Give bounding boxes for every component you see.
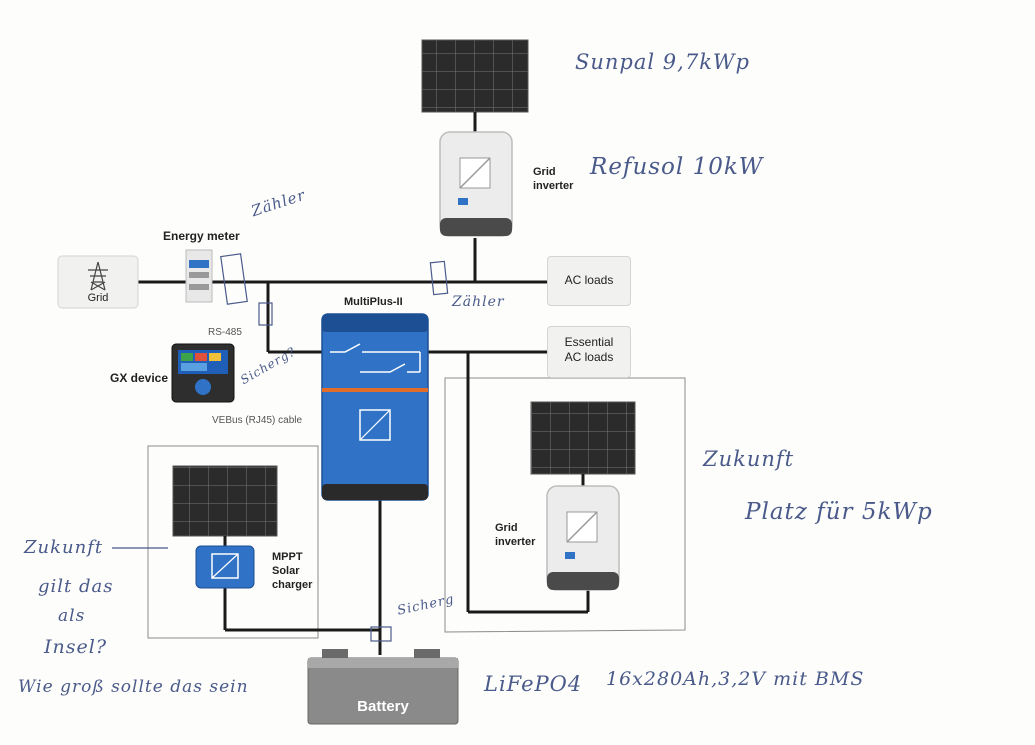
annotation-gilt: gilt das [38,576,114,597]
vebus-cable-label: VEBus (RJ45) cable [212,415,303,426]
annotation-zukunft-right: Zukunft [703,447,795,471]
annotation-refusol: Refusol 10kW [590,154,764,180]
ac-loads-label: AC loads [564,273,614,287]
battery-label: Battery [357,698,409,715]
grid-inverter-right-label: Grid inverter [495,522,536,548]
essential-ac-loads-label: Essential AC loads [564,335,614,364]
future-area-right-outline [444,377,686,633]
solar-panel-top [421,39,529,113]
essential-ac-loads-box: Essential AC loads [547,326,631,378]
multiplus-ii [321,313,429,501]
grid-box [57,255,139,309]
annotation-als: als [58,606,86,626]
multiplus-label: MultiPlus-II [344,296,403,308]
rs485-label: RS-485 [208,327,242,338]
pylon-icon [88,261,108,291]
solar-panel-left [172,465,278,537]
meter-sketch-left [220,253,248,305]
annotation-zukunft-left: Zukunft [24,537,104,558]
energy-meter [185,249,213,303]
future-area-left-outline [147,445,319,639]
annotation-wie-gross: Wie groß sollte das sein [18,677,249,697]
fuse-sketch-battery [370,626,392,642]
solar-panel-right [530,401,636,475]
grid-inverter-top-label: Grid inverter [533,166,574,192]
mppt-label: MPPT Solar charger [272,551,313,591]
annotation-lifepo4: LiFePO4 [484,672,583,696]
grid-inverter-top [439,131,513,237]
fuse-sketch-left [258,302,273,326]
annotation-zaehler-right: Zähler [452,294,505,310]
grid-label: Grid [87,292,109,304]
annotation-battery-spec: 16x280Ah,3,2V mit BMS [606,668,865,690]
ac-loads-box: AC loads [547,256,631,306]
annotation-platz: Platz für 5kWp [745,499,933,525]
annotation-insel: Insel? [44,636,107,658]
gx-device-label: GX device [110,371,169,385]
energy-meter-label: Energy meter [163,229,240,243]
annotation-sunpal: Sunpal 9,7kWp [575,50,750,74]
grid-inverter-right [546,485,620,591]
battery-icon [307,649,459,725]
meter-sketch-right [429,260,449,296]
gx-device [171,343,235,403]
mppt-solar-charger [195,545,255,589]
